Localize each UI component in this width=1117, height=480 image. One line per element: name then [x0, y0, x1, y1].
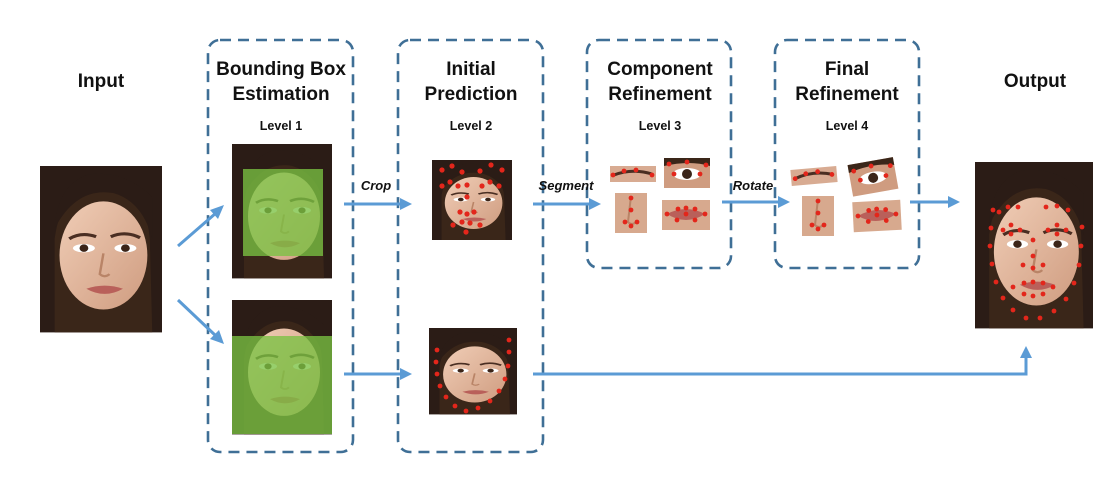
arrow-level4-to-output — [910, 196, 960, 208]
arrow-input-to-level1-top — [177, 205, 224, 248]
level4-mouth — [852, 199, 902, 233]
level4-eye — [847, 157, 899, 197]
output-title: Output — [1004, 71, 1067, 92]
arrow-crop-bottom — [344, 368, 412, 380]
level3-eye-right — [664, 158, 710, 188]
level3-box — [585, 38, 733, 270]
level2-face-bottom — [427, 326, 519, 416]
level1-bbox-bottom — [232, 336, 332, 434]
level3-label: Level 3 — [639, 119, 681, 133]
level3-nose — [615, 193, 647, 233]
level4-title-line2: Refinement — [795, 84, 899, 105]
arrow-level2-bottom-to-output — [533, 346, 1032, 376]
arrow-rotate — [722, 196, 790, 208]
arrow-label-segment: Segment — [539, 178, 595, 193]
input-title: Input — [78, 71, 125, 92]
level1-title-line1: Bounding Box — [216, 59, 346, 80]
level1-bbox-top — [243, 169, 323, 256]
arrow-input-to-level1-bottom — [176, 298, 224, 344]
level2-title-line1: Initial — [446, 59, 496, 80]
arrow-segment — [533, 198, 601, 210]
level3-mouth — [662, 200, 710, 230]
level4-box — [773, 38, 921, 270]
level3-title-line1: Component — [607, 59, 713, 80]
output-face-image — [973, 160, 1095, 331]
level2-box — [396, 38, 545, 454]
level3-eyebrow-left — [610, 166, 656, 182]
level4-eyebrow — [790, 166, 838, 186]
level1-box — [206, 38, 355, 454]
level2-face-top — [430, 158, 514, 242]
level1-title-line2: Estimation — [232, 84, 329, 105]
level4-title-line1: Final — [825, 59, 869, 80]
output-landmarks — [987, 203, 1085, 321]
level4-label: Level 4 — [826, 119, 868, 133]
level3-title-line2: Refinement — [608, 84, 712, 105]
level2-title-line2: Prediction — [425, 84, 518, 105]
arrow-label-crop: Crop — [361, 178, 391, 193]
level2-landmarks-top — [439, 162, 505, 235]
level1-label: Level 1 — [260, 119, 302, 133]
level2-landmarks-bottom — [433, 337, 512, 414]
level4-nose — [802, 196, 834, 236]
level2-label: Level 2 — [450, 119, 492, 133]
input-face-image — [38, 164, 164, 335]
arrow-label-rotate: Rotate — [733, 178, 773, 193]
arrow-crop-top — [344, 198, 412, 210]
